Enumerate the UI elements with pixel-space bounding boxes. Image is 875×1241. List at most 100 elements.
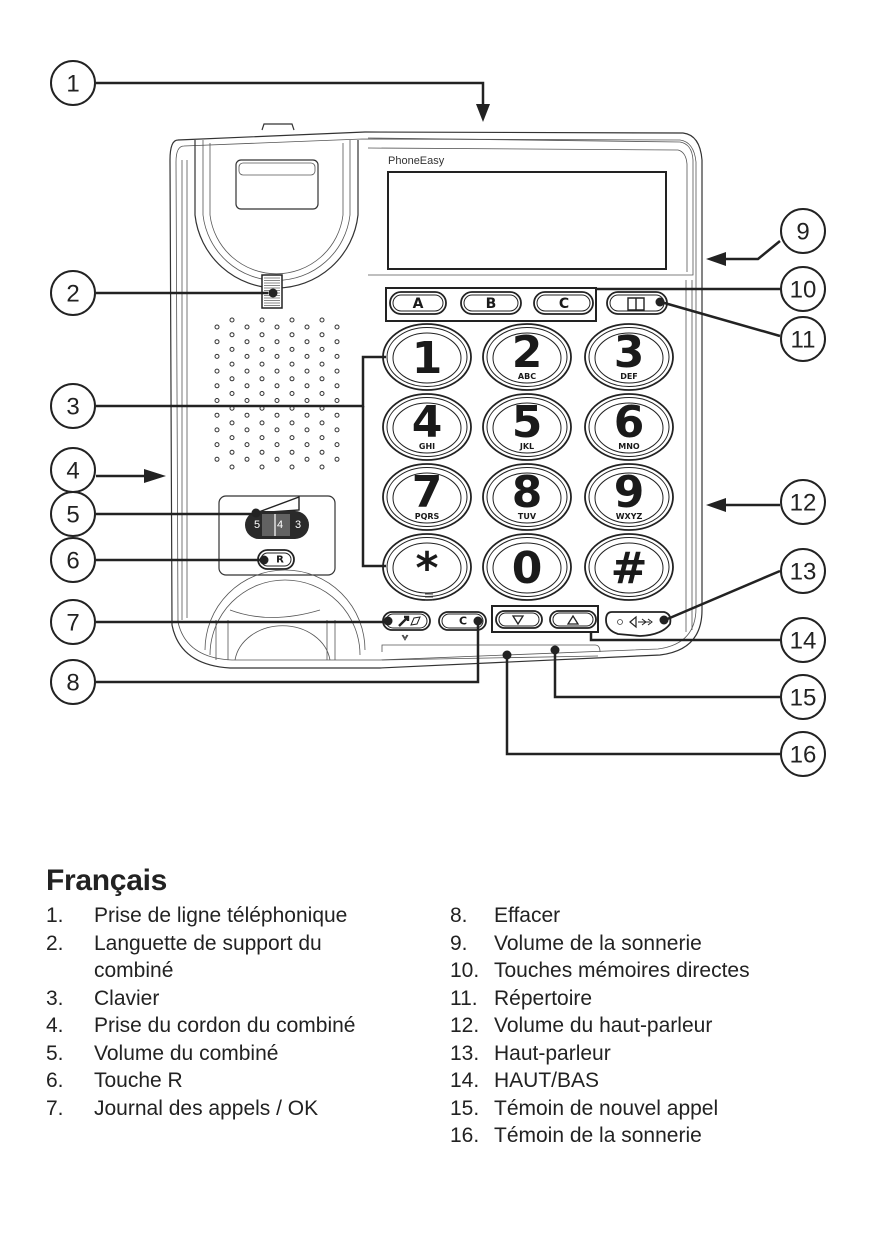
memory-key-a[interactable]: A bbox=[389, 291, 447, 315]
memory-key-c[interactable]: C bbox=[533, 291, 594, 315]
grille-hole bbox=[304, 442, 310, 448]
r-key[interactable]: R bbox=[257, 549, 295, 570]
grille-hole bbox=[259, 420, 265, 426]
key-digit: 3 bbox=[614, 327, 645, 378]
key-letters: WXYZ bbox=[616, 512, 643, 521]
key-star[interactable]: * bbox=[382, 533, 472, 601]
grille-hole bbox=[334, 442, 340, 448]
lcd-display bbox=[387, 171, 667, 270]
legend-item: 8.Effacer bbox=[450, 904, 561, 927]
svg-text:15: 15 bbox=[790, 685, 817, 712]
grille-hole bbox=[289, 317, 295, 323]
up-button[interactable] bbox=[549, 610, 597, 629]
key-digit: 4 bbox=[412, 397, 443, 448]
key-digit: 6 bbox=[614, 397, 645, 448]
legend-item: 4.Prise du cordon du combiné bbox=[46, 1014, 356, 1037]
key-letters: GHI bbox=[419, 442, 435, 451]
key-digit: 8 bbox=[512, 467, 543, 518]
grille-hole bbox=[244, 339, 250, 345]
grille-hole bbox=[214, 339, 220, 345]
grille-hole bbox=[259, 391, 265, 396]
svg-text:9: 9 bbox=[796, 219, 809, 246]
grille-hole bbox=[244, 368, 250, 374]
speakerphone-button[interactable] bbox=[605, 611, 672, 637]
handset-volume-slider[interactable]: 5 4 3 bbox=[245, 511, 309, 539]
clear-button[interactable]: C bbox=[438, 611, 487, 631]
grille-hole bbox=[274, 442, 280, 448]
legend-column-left: 1.Prise de ligne téléphonique 2.Languett… bbox=[46, 902, 416, 1122]
grille-hole bbox=[304, 427, 310, 433]
grille-hole bbox=[214, 324, 220, 330]
svg-text:C: C bbox=[459, 615, 467, 628]
callouts bbox=[96, 81, 781, 756]
grille-hole bbox=[289, 361, 295, 367]
grille-hole bbox=[304, 324, 310, 330]
key-1[interactable]: 1 bbox=[382, 323, 472, 391]
key-letters: MNO bbox=[618, 442, 640, 451]
down-button[interactable] bbox=[495, 610, 543, 629]
key-digit: 1 bbox=[412, 333, 443, 384]
grille-hole bbox=[259, 332, 265, 338]
volume-level-3: 3 bbox=[295, 519, 301, 531]
legend: Français 1.Prise de ligne téléphonique 2… bbox=[46, 864, 836, 1147]
grille-hole bbox=[334, 383, 340, 389]
legend-item: 5.Volume du combiné bbox=[46, 1041, 279, 1065]
grille-hole bbox=[319, 420, 325, 426]
grille-hole bbox=[274, 383, 280, 389]
grille-hole bbox=[244, 383, 250, 389]
grille-hole bbox=[229, 376, 235, 382]
front-indicator-strip bbox=[381, 644, 601, 661]
phonebook-button[interactable] bbox=[606, 291, 668, 315]
legend-title: Français bbox=[46, 864, 167, 897]
handset-hook-tab bbox=[261, 274, 283, 309]
phone-body bbox=[169, 131, 703, 669]
legend-item: 15.Témoin de nouvel appel bbox=[450, 1096, 719, 1120]
grille-hole bbox=[214, 353, 220, 359]
memory-key-b[interactable]: B bbox=[460, 291, 522, 315]
grille-hole bbox=[274, 353, 280, 359]
svg-text:C: C bbox=[559, 296, 569, 312]
key-0[interactable]: 0 bbox=[482, 533, 572, 601]
brand-label: PhoneEasy bbox=[388, 155, 445, 167]
grille-hole bbox=[214, 427, 220, 433]
key-hash[interactable]: # bbox=[584, 533, 674, 601]
callout-10: 10 bbox=[780, 266, 826, 312]
key-digit: 9 bbox=[614, 467, 645, 518]
grille-hole bbox=[274, 456, 280, 462]
grille-hole bbox=[274, 324, 280, 330]
grille-hole bbox=[214, 383, 220, 389]
callout-5: 5 bbox=[50, 491, 96, 537]
grille-hole bbox=[319, 346, 325, 352]
legend-item: 1.Prise de ligne téléphonique bbox=[46, 904, 348, 927]
grille-hole bbox=[334, 368, 340, 374]
callout-14: 14 bbox=[780, 617, 826, 663]
legend-item: 14.HAUT/BAS bbox=[450, 1069, 600, 1092]
grille-hole bbox=[244, 456, 250, 462]
memory-keys-frame bbox=[385, 287, 597, 322]
key-letters: ABC bbox=[518, 372, 536, 381]
key-digit: 7 bbox=[412, 467, 443, 518]
volume-level-4: 4 bbox=[277, 519, 283, 531]
key-digit: 0 bbox=[512, 543, 543, 594]
grille-hole bbox=[214, 456, 220, 462]
grille-hole bbox=[289, 449, 295, 455]
call-log-ok-button[interactable] bbox=[382, 611, 431, 641]
grille-hole bbox=[304, 398, 310, 403]
callout-16: 16 bbox=[780, 731, 826, 777]
grille-hole bbox=[304, 383, 310, 389]
speaker-led bbox=[617, 619, 623, 625]
grille-hole bbox=[214, 398, 220, 403]
speakerphone-icon bbox=[629, 615, 653, 629]
grille-hole bbox=[334, 339, 340, 345]
grille-hole bbox=[214, 442, 220, 448]
callout-7: 7 bbox=[50, 599, 96, 645]
grille-hole bbox=[334, 412, 340, 418]
